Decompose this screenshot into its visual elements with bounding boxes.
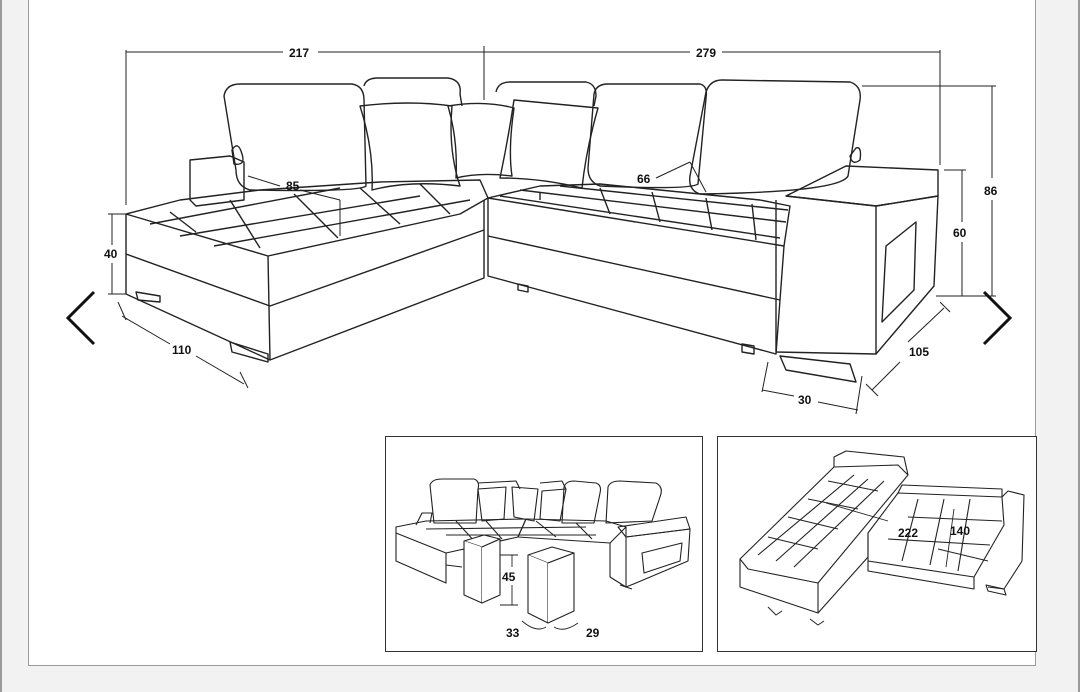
chevron-left-icon: [65, 290, 96, 346]
right-armrest: [775, 165, 939, 383]
page-border-right: [1078, 0, 1080, 692]
back-cushions: [223, 77, 862, 195]
dim-left-width: 217: [289, 46, 309, 60]
left-armrest: [189, 155, 245, 207]
dim-bed-length: 222: [898, 526, 918, 540]
throw-pillows: [359, 99, 599, 191]
dim-ottoman-depth: 29: [586, 626, 600, 640]
dim-ottoman-width: 33: [506, 626, 520, 640]
seat-depth-leaders: [247, 161, 707, 236]
page-border-left: [0, 0, 2, 692]
ottoman-detail-panel: 45 33 29: [385, 436, 703, 652]
dim-arm-depth: 105: [909, 345, 929, 359]
arm-depth-dimension: [865, 301, 951, 397]
dim-seat-height: 40: [104, 247, 118, 261]
right-seat: [487, 183, 791, 355]
bed-mode-detail-panel: 222 140: [717, 436, 1037, 652]
next-image-button[interactable]: [976, 286, 1016, 350]
back-height-dimension: [862, 85, 996, 297]
chaise-depth-dimension: [117, 301, 249, 389]
dim-arm-width: 30: [798, 393, 812, 407]
dim-seat-depth-left: 85: [286, 179, 300, 193]
dim-bed-width: 140: [950, 524, 970, 538]
dim-ottoman-height: 45: [502, 570, 516, 584]
bed-mode-diagram: 222 140: [739, 450, 1025, 626]
dim-arm-height: 60: [953, 226, 967, 240]
chevron-right-icon: [982, 290, 1013, 346]
seat-height-dimension: [108, 213, 126, 295]
previous-image-button[interactable]: [58, 286, 98, 350]
arm-width-dimension: [761, 361, 863, 415]
dim-right-width: 279: [696, 46, 716, 60]
dim-seat-depth-right: 66: [637, 172, 651, 186]
arm-height-dimension: [944, 169, 966, 296]
left-chaise: [125, 179, 489, 363]
main-sofa-diagram: 217 279: [104, 46, 998, 415]
dim-back-height: 86: [984, 184, 998, 198]
ottoman-diagram: 45 33 29: [395, 478, 691, 640]
width-dimension: [125, 46, 941, 205]
dim-chaise-depth: 110: [172, 343, 192, 357]
